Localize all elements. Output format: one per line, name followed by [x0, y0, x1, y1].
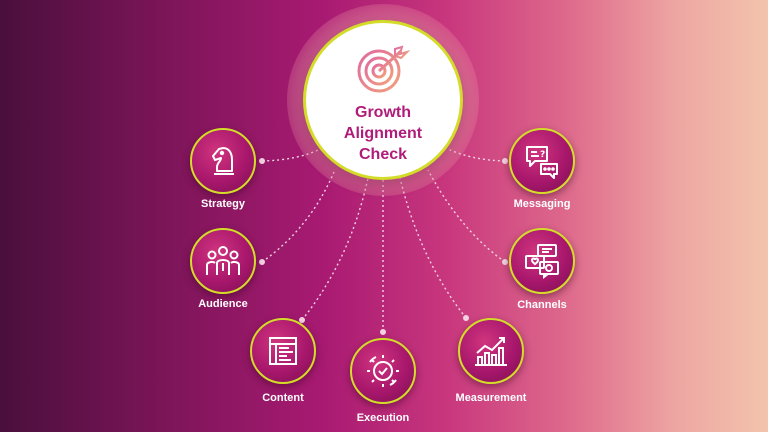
label-audience: Audience: [198, 298, 248, 310]
chess-knight-icon: [212, 147, 234, 175]
message-bubbles-icon: ?: [526, 146, 558, 179]
connector-measurement: [399, 177, 467, 319]
label-content: Content: [262, 392, 304, 404]
content-layout-icon: [269, 337, 297, 365]
chat-channels-icon: [525, 244, 559, 279]
label-measurement: Measurement: [455, 392, 527, 404]
target-arrow-icon: [355, 45, 411, 100]
people-group-icon: [206, 246, 240, 275]
svg-text:?: ?: [540, 150, 545, 160]
growth-chart-icon: [475, 337, 507, 366]
node-audience[interactable]: [190, 228, 256, 294]
node-content[interactable]: [250, 318, 316, 384]
label-messaging: Messaging: [513, 198, 571, 210]
node-messaging[interactable]: ?: [509, 128, 575, 194]
hub-title: Growth Alignment Check: [343, 104, 423, 163]
label-channels: Channels: [517, 299, 567, 311]
node-strategy[interactable]: [190, 128, 256, 194]
connector-channels: [427, 169, 506, 263]
node-channels[interactable]: [509, 228, 575, 294]
node-measurement[interactable]: [458, 318, 524, 384]
gear-check-icon: [367, 355, 399, 387]
connector-strategy: [261, 147, 323, 162]
connector-content: [301, 177, 369, 321]
label-execution: Execution: [356, 412, 410, 424]
connector-audience: [261, 171, 335, 263]
label-strategy: Strategy: [200, 198, 246, 210]
hub-circle: Growth Alignment Check: [303, 20, 463, 180]
node-execution[interactable]: [350, 338, 416, 404]
